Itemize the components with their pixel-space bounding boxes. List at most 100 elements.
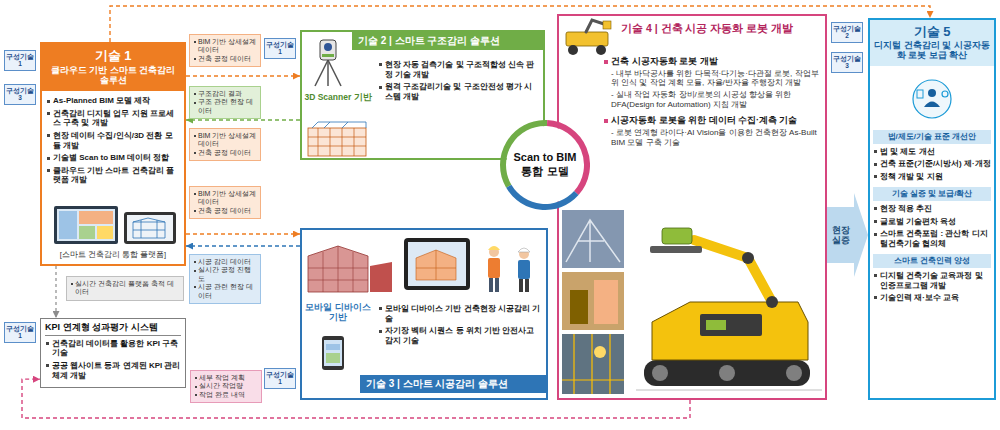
bullet-item: 시공자동화 로봇을 위한 데이터 수집·계측 기술 [603, 115, 821, 126]
bullet-item: 기술별 Scan to BIM 데이터 정합 [46, 153, 180, 163]
text-zone: As-Planned BIM 모델 제작건축감리 디지털 업무 지원 프로세스 … [46, 96, 180, 188]
data-label: BIM 기반 상세설계 데이터 [193, 38, 257, 55]
bullet-item: 클라우드 기반 스마트 건축감리 플랫폼 개발 [46, 166, 180, 185]
bullet-item: 원격 구조감리기술 및 구조안전성 평가 시스템 개발 [378, 82, 540, 101]
component-badge: 구성기술 3 [4, 84, 36, 105]
bullet-item: 스마트 건축포럼 : 관산학 디지털건축기술 협의체 [873, 229, 991, 248]
bullet-item: 현장 적용 추진 [873, 204, 991, 214]
text-zone: 모바일 디바이스 기반 [304, 302, 372, 322]
bullet-item: 건축감리 데이터를 활용한 KPI 구축 기술 [45, 339, 181, 358]
robot-icon [586, 20, 604, 32]
bullet-item: 건축 시공자동화 로봇 개발 [603, 56, 821, 67]
component-tag: 구성기술 1 [266, 371, 294, 386]
sub-item: - 실내 작업 자동화 장비/로봇의 시공성 향상을 위한 DFA(Design… [603, 90, 821, 109]
data-label-box: BIM 기반 상세설계 데이터건축 공정 데이터 [189, 34, 261, 67]
platform-screens [97, 226, 113, 239]
data-connector [186, 75, 300, 76]
inspection-tablet [404, 238, 470, 290]
bullet-item: 현장 데이터 수집/인식/3D 전환 모듈 개발 [46, 131, 180, 150]
robot-icon [596, 45, 606, 55]
bullet-item: 건축감리 디지털 업무 지원 프로세스 구축 및 개발 [46, 109, 180, 128]
site-workers [525, 279, 529, 292]
laser-scanner [327, 60, 329, 86]
data-label: 작업 완료 내역 [194, 391, 258, 399]
platform-screens [54, 206, 176, 244]
header-band: Scan to BIM 통합 모델 [509, 120, 581, 210]
structure-model [312, 122, 366, 128]
component-badge: 구성기술 1 [264, 38, 296, 59]
mobile-phone [324, 340, 342, 366]
site-workers [519, 249, 529, 259]
text-zone: 법/제도/기술 표준 개선안법 및 제도 개선건축 표준(기준/시방서) 제·개… [873, 124, 991, 306]
header-band: 구성기술 1 [5, 51, 35, 70]
platform-screens [54, 206, 118, 244]
data-connector [186, 233, 300, 234]
platform-screens [59, 211, 77, 239]
site-model [308, 246, 368, 292]
data-label: 시공 감리 데이터 [193, 258, 257, 266]
mobile-phone [326, 344, 340, 350]
method-label: 모바일 디바이스 기반 [304, 302, 372, 322]
site-model [308, 246, 392, 292]
inspection-tablet [404, 238, 470, 290]
construction-robot [652, 302, 808, 360]
data-label: 구조감리 결과 [193, 90, 257, 98]
site-photos [562, 334, 624, 394]
data-label: BIM 기반 상세설계 데이터 [193, 132, 257, 149]
component-badge: 구성기술 3 [831, 52, 863, 73]
bullet-item: 건축 표준(기준/시방서) 제·개정 [873, 159, 991, 169]
site-workers [489, 278, 493, 292]
robot-icon [568, 45, 578, 55]
construction-robot [706, 320, 726, 330]
construction-robot [719, 365, 735, 381]
site-workers [519, 279, 523, 292]
kpi-panel: KPI 연계형 성과평가 시스템건축감리 데이터를 활용한 KPI 구축 기술공… [40, 318, 186, 388]
construction-robot [650, 246, 702, 253]
site-workers [489, 247, 499, 257]
data-label-box: 세부 작업 계획실시간 작업량작업 완료 내역 [190, 370, 262, 403]
component-badge: 구성기술 2 [831, 22, 863, 43]
panel-title: 기술 4 | 건축 시공 자동화 로봇 개발 [621, 22, 821, 35]
panel-number: 기술 1 [46, 48, 180, 64]
bullet-item: 현장 자동 검측기술 및 구조적합성 신속 판정 기술 개발 [378, 60, 540, 79]
edge-label: 현장 실증 [829, 225, 853, 246]
inspection-tablet [416, 250, 456, 280]
method-label: 3D Scanner 기반 [304, 92, 372, 102]
robot-icon [566, 32, 608, 46]
construction-robot [644, 360, 810, 386]
text-zone: KPI 연계형 성과평가 시스템건축감리 데이터를 활용한 KPI 구축 기술공… [45, 322, 181, 383]
site-workers [518, 248, 530, 252]
platform-screens [127, 215, 173, 241]
laser-scanner [324, 43, 332, 51]
text-zone: 기술 4 | 건축 시공 자동화 로봇 개발 [621, 22, 821, 35]
bullet-item: 법 및 제도 개선 [873, 147, 991, 157]
data-label-box: 구조감리 결과구조 관련 현장 데이터 [189, 86, 261, 119]
dissemination-icon [913, 80, 951, 118]
site-workers [518, 260, 530, 279]
site-model [370, 262, 392, 292]
header-band: 기술 2 | 스마트 구조감리 솔루션 [352, 32, 543, 50]
data-label: 실시간 공정 진행도 [193, 266, 257, 283]
platform-screens [124, 212, 176, 244]
data-label-box: 시공 감리 데이터실시간 공정 진행도시공 관련 현장 데이터 [189, 254, 261, 304]
header-band: 구성기술 3 [832, 53, 862, 72]
text-zone: 현장 자동 검측기술 및 구조적합성 신속 판정 기술 개발원격 구조감리기술 … [378, 60, 540, 104]
text-zone: [스마트 건축감리 통합 플랫폼] [44, 250, 182, 259]
header-band: 기술 1클라우드 기반 스마트 건축감리 솔루션 [42, 44, 184, 91]
panel-title: 기술 3 | 스마트 시공감리 솔루션 [366, 378, 540, 390]
data-label: 시공 관련 현장 데이터 [193, 283, 257, 300]
structure-model [308, 128, 366, 156]
sub-item: - 내부 바닥공사를 위한 다목적·다기능·다관절 로봇, 작업부위 인식 및 … [603, 69, 821, 88]
platform-screens [79, 211, 113, 224]
data-connector [55, 266, 56, 318]
data-label: 실시간 작업량 [194, 382, 258, 390]
data-label: 건축 공정 데이터 [193, 207, 257, 215]
component-badge: 구성기술 1 [4, 322, 36, 343]
laser-scanner [320, 40, 336, 60]
section-heading: 스마트 건축인력 양성 [873, 254, 991, 268]
bullet-item: 디지털 건축기술 교육과정 및 인증프로그램 개발 [873, 271, 991, 290]
text-zone: 모바일 디바이스 기반 건축현장 시공감리 기술자기장 벡터 시퀀스 등 위치 … [378, 304, 544, 348]
panel-number: 기술 5 [874, 24, 990, 40]
data-label-box: BIM 기반 상세설계 데이터건축 공정 데이터 [189, 128, 261, 161]
site-photos [562, 210, 624, 394]
